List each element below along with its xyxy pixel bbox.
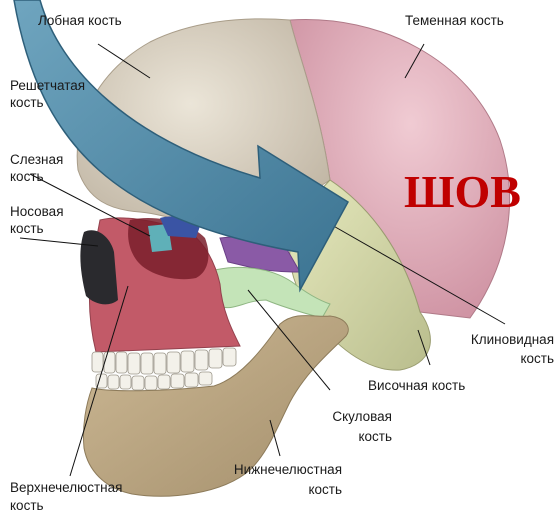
label-maxilla-line1: Верхнечелюстная (10, 479, 122, 496)
label-temporal-bone: Височная кость (368, 377, 465, 394)
label-ethmoid-bone-line1: Решетчатая (10, 77, 85, 94)
label-nasal-bone-line2: кость (10, 220, 44, 237)
label-mandible-line2: кость (208, 481, 342, 498)
label-lacrimal-bone-line1: Слезная (10, 151, 63, 168)
label-mandible-line1: Нижнечелюстная (208, 461, 342, 478)
label-frontal-bone: Лобная кость (38, 12, 122, 29)
label-zygomatic-bone-line1: Скуловая (300, 408, 392, 425)
label-ethmoid-bone-line2: кость (10, 94, 44, 111)
label-zygomatic-bone-line2: кость (300, 428, 392, 445)
label-maxilla-line2: кость (10, 497, 44, 514)
teeth (92, 348, 236, 390)
label-nasal-bone-line1: Носовая (10, 203, 64, 220)
label-lacrimal-bone-line2: кость (10, 168, 44, 185)
label-sphenoid-bone-line1: Клиновидная (449, 331, 554, 348)
label-parietal-bone: Теменная кость (405, 12, 504, 29)
suture-callout: ШОВ (404, 168, 521, 216)
label-sphenoid-bone-line2: кость (449, 350, 554, 367)
